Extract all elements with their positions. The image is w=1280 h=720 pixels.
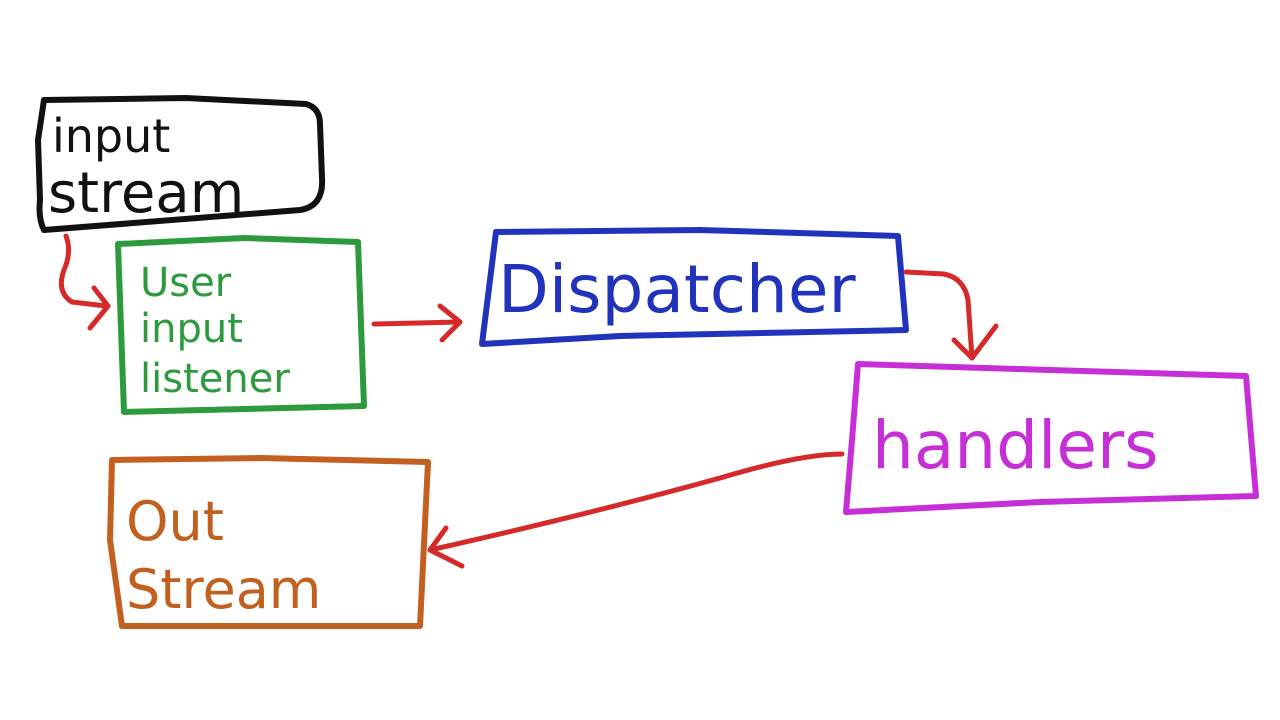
arrow-dispatcher-to-handlers [903, 269, 999, 361]
arrowhead [951, 323, 999, 361]
arrow-handlers-to-out-stream [427, 451, 845, 569]
user-input-listener-box [115, 235, 367, 415]
arrow-shaft [903, 269, 975, 361]
node-input-stream: input stream [35, 95, 326, 233]
node-user-input-listener: User input listener [115, 235, 367, 415]
user-input-listener-label-line1: User [140, 260, 232, 306]
input-stream-label-line1: input [52, 109, 170, 163]
out-stream-label-line2: Stream [126, 558, 321, 621]
node-out-stream: Out Stream [107, 455, 431, 629]
edges [58, 233, 999, 569]
node-handlers: handlers [843, 361, 1259, 515]
input-stream-box [35, 95, 326, 233]
input-stream-label-line2: stream [48, 161, 244, 226]
arrow-listener-to-dispatcher [371, 303, 463, 343]
arrow-shaft [371, 319, 463, 327]
arrow-shaft [427, 451, 845, 553]
arrowhead [87, 285, 111, 331]
user-input-listener-label-line2: input [140, 306, 243, 352]
user-input-listener-label-line3: listener [140, 356, 290, 402]
dispatcher-label: Dispatcher [498, 251, 856, 328]
out-stream-label-line1: Out [126, 490, 224, 553]
dispatcher-box [479, 227, 909, 347]
arrowhead [427, 525, 465, 569]
node-dispatcher: Dispatcher [479, 227, 909, 347]
arrow-shaft [58, 233, 109, 309]
arrow-input-stream-to-listener [58, 233, 111, 331]
handlers-label: handlers [872, 407, 1158, 484]
arrowhead [437, 303, 463, 343]
out-stream-box [107, 455, 431, 629]
handlers-box [843, 361, 1259, 515]
